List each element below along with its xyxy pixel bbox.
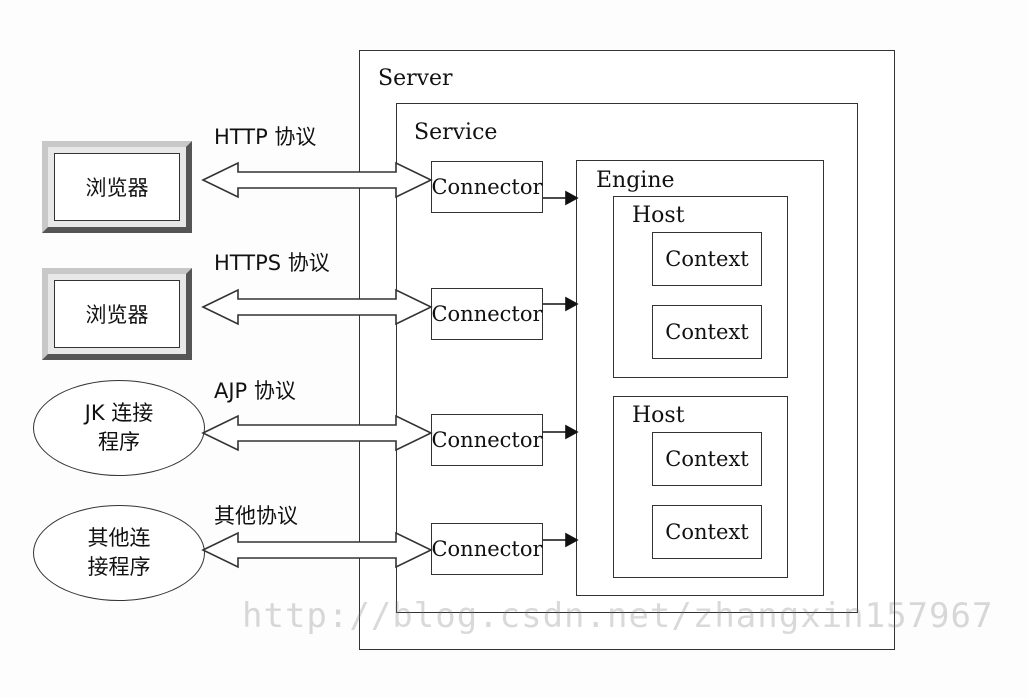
service-label: Service xyxy=(414,120,498,145)
double-arrow-ajp xyxy=(201,414,433,452)
jk-connector-client: JK 连接 程序 xyxy=(33,380,205,476)
connector-to-engine-arrowhead-2 xyxy=(565,296,579,312)
protocol-label-ajp: AJP 协议 xyxy=(214,379,296,403)
protocol-label-other: 其他协议 xyxy=(214,504,298,528)
watermark-text: http://blog.csdn.net/zhangxin157967 xyxy=(242,596,994,636)
protocol-label-https: HTTPS 协议 xyxy=(214,251,330,275)
browser-client-1: 浏览器 xyxy=(42,141,192,233)
browser-label-2: 浏览器 xyxy=(54,280,180,348)
double-arrow-other xyxy=(201,531,433,569)
connector-box-1: Connector xyxy=(431,161,543,213)
double-arrow-https xyxy=(201,288,433,326)
protocol-label-http: HTTP 协议 xyxy=(214,125,317,149)
connector-box-4: Connector xyxy=(431,523,543,575)
other-client-line-2: 接程序 xyxy=(87,555,151,579)
engine-label: Engine xyxy=(596,168,675,193)
jk-client-line-2: 程序 xyxy=(98,430,140,454)
context-box-2-2: Context xyxy=(652,505,762,559)
other-client-line-1: 其他连 xyxy=(87,525,151,550)
jk-client-line-1: JK 连接 xyxy=(84,400,154,425)
double-arrow-http xyxy=(201,161,433,199)
browser-client-2: 浏览器 xyxy=(42,268,192,360)
host-label-1: Host xyxy=(632,203,685,228)
context-box-1-2: Context xyxy=(652,305,762,359)
connector-box-2: Connector xyxy=(431,288,543,340)
connector-to-engine-arrowhead-3 xyxy=(565,424,579,440)
host-label-2: Host xyxy=(632,403,685,428)
connector-box-3: Connector xyxy=(431,414,543,466)
connector-to-engine-arrowhead-4 xyxy=(565,532,579,548)
context-box-2-1: Context xyxy=(652,432,762,486)
browser-label-1: 浏览器 xyxy=(54,153,180,221)
connector-to-engine-arrowhead-1 xyxy=(565,190,579,206)
server-label: Server xyxy=(378,66,453,91)
context-box-1-1: Context xyxy=(652,232,762,286)
other-connector-client: 其他连 接程序 xyxy=(33,505,205,601)
